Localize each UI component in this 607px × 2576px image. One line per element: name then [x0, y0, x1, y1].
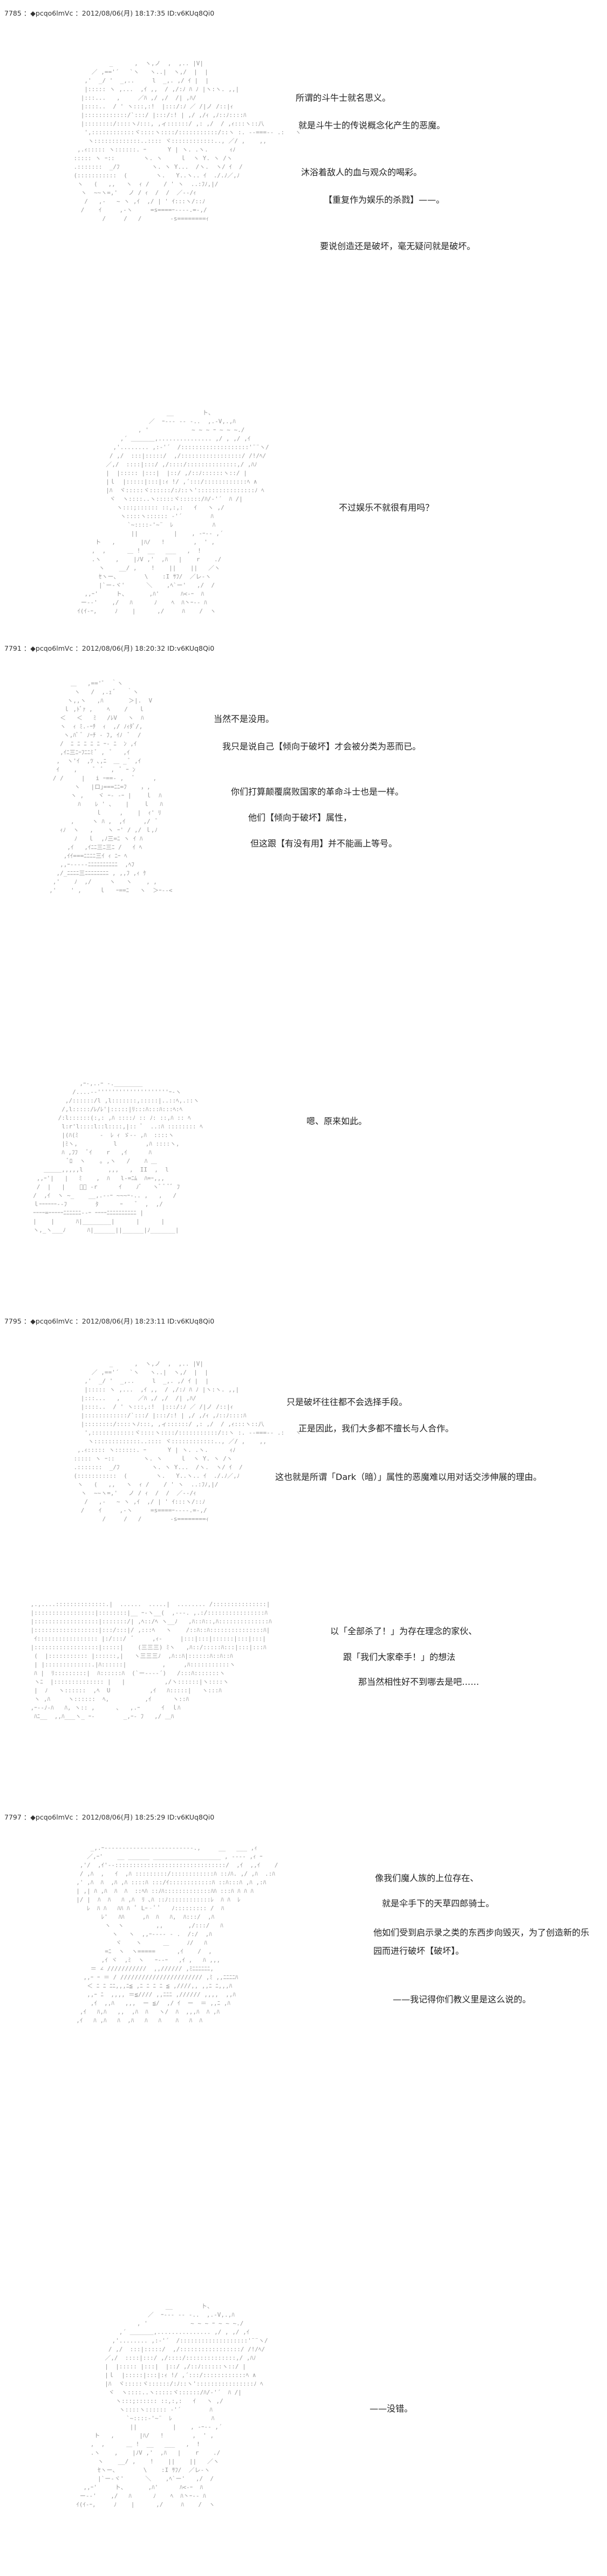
- post-header: 7795 ：◆pcqo6lmVc ：2012/08/06(月) 18:23:11…: [4, 1317, 215, 1325]
- dialogue-line: 跟「我们大家牵手！」的想法: [343, 1652, 456, 1662]
- dialogue-line: ——没错。: [370, 2403, 413, 2414]
- dialogue-line: 嗯、原来如此。: [306, 1116, 367, 1126]
- ascii-art: ,ｰ-,..ｰ ‐.________ /....-‐''''''''''''''…: [33, 1080, 203, 1234]
- ascii-art: __ ト、 ／ ｰ--‐ ‐‐ -.. ,.-V,.,ﾊ , ' ~ ~ ~ ｰ…: [76, 2303, 268, 2508]
- post-7797: 7797 ：◆pcqo6lmVc ：2012/08/06(月) 18:25:29…: [0, 1806, 607, 2576]
- dialogue-line: 我只是说自己【倾向于破坏】才会被分类为恶而已。: [222, 741, 421, 752]
- dialogue-line: 你们打算颠覆腐败国家的革命斗士也是一样。: [231, 787, 404, 797]
- dialogue-line: 那当然相性好不到哪去是吧……: [358, 1677, 480, 1687]
- post-continuation: __ ト、 ／ ｰ--‐ ‐‐ -.. ,.-V,.,ﾊ , ' ~ ~ ~ ｰ…: [0, 377, 607, 636]
- dialogue-line: 这也就是所谓「Dark（暗）」属性的恶魔难以用对话交涉伸展的理由。: [275, 1472, 542, 1482]
- dialogue-line: 所谓的斗牛士就名思义。: [296, 93, 391, 103]
- post-continuation: ,ｰ-,..ｰ ‐.________ /....-‐''''''''''''''…: [0, 1051, 607, 1310]
- dialogue-line: 只是破坏往往都不会选择手段。: [287, 1397, 408, 1407]
- dialogue-line: 当然不是没用。: [214, 714, 275, 724]
- post-7785: 7785 ：◆pcqo6lmVc ：2012/08/06(月) 18:17:35…: [0, 0, 607, 377]
- dialogue-line: 沐浴着敌人的血与观众的喝彩。: [301, 167, 422, 177]
- dialogue-line: 要说创造还是破坏，毫无疑问就是破坏。: [320, 241, 476, 251]
- dialogue-line: 就是伞手下的天草四郎骑士。: [382, 1898, 495, 1909]
- post-header: 7791 ：◆pcqo6lmVc ：2012/08/06(月) 18:20:32…: [4, 644, 215, 652]
- dialogue-line: ——我记得你们教义里是这么说的。: [393, 1994, 531, 2005]
- ascii-art: ,.,....::::::::::::::.| ...... .....| ..…: [30, 1601, 272, 1720]
- ascii-art: ＿ ,=='゛ ｀ヽ ヽ / ,.ｪ ﾞ ｀ヽ ヽ,,ヽ ,ﾊ ＞|. V ｌ …: [49, 680, 173, 894]
- dialogue-line: 就是斗牛士的传说概念化产生的恶魔。: [298, 120, 446, 130]
- ascii-art: __ ト、 ／ ｰ--‐ ‐‐ -.. ,.-V,.,ﾊ , ' ~ ~ ~ ｰ…: [77, 409, 269, 615]
- post-header: 7785 ：◆pcqo6lmVc ：2012/08/06(月) 18:17:35…: [4, 9, 215, 17]
- dialogue-line: 以「全部杀了！」为存在理念的家伙、: [330, 1626, 478, 1636]
- ascii-art: _,.ｰ-‐‐‐‐‐‐‐‐‐‐‐‐‐‐‐‐‐‐‐‐‐‐‐‐., __ ___ ,…: [76, 1844, 278, 2024]
- dialogue-line: 像我们魔人族的上位存在、: [375, 1873, 479, 1883]
- dialogue-line: 正是因此，我们大多都不擅长与人合作。: [298, 1423, 454, 1434]
- dialogue-line: 但这跟【有没有用】并不能画上等号。: [250, 838, 398, 849]
- ascii-art: _ , ヽ,ノ , ,.. |V| ／ ,=='´ `ヽ ヽ..| ヽ,/ | …: [73, 60, 301, 222]
- ascii-art: _ , ヽ,ノ , ,.. |V| ／ ,=='´ `ヽ ヽ..| ヽ,/ | …: [73, 1360, 301, 1523]
- dialogue-line: 不过娱乐不就很有用吗？: [339, 502, 434, 513]
- post-header: 7797 ：◆pcqo6lmVc ：2012/08/06(月) 18:25:29…: [4, 1813, 215, 1821]
- post-7791: 7791 ：◆pcqo6lmVc ：2012/08/06(月) 18:20:32…: [0, 636, 607, 1051]
- post-7795: 7795 ：◆pcqo6lmVc ：2012/08/06(月) 18:23:11…: [0, 1310, 607, 1806]
- dialogue-line: 他如们受到启示录之类的东西步向毁灭，为了创造新的乐园而进行破坏【破坏】。: [373, 1927, 590, 1956]
- dialogue-line: 【重复作为娱乐的杀戮】——。: [324, 195, 445, 205]
- dialogue-line: 他们【倾向于破坏】属性，: [248, 812, 352, 823]
